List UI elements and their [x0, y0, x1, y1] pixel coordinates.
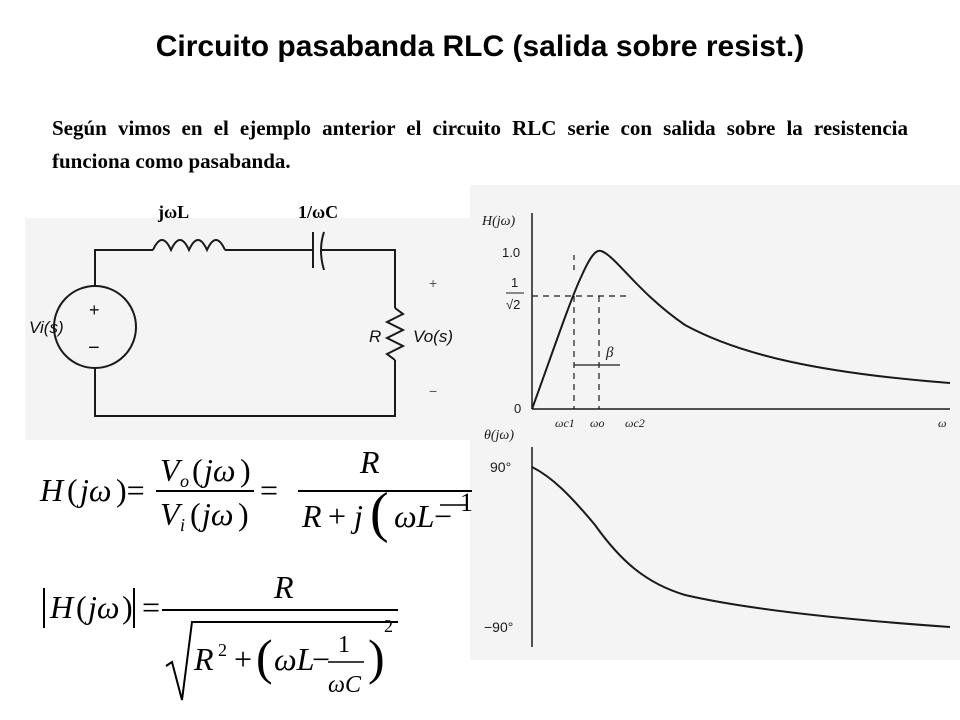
phase-curve: [531, 466, 951, 628]
source-minus: −: [88, 337, 100, 359]
tick-one: 1.0: [502, 245, 520, 260]
svg-text:(: (: [192, 452, 203, 488]
svg-text:R: R: [273, 570, 294, 605]
capacitor-plate-right: [320, 231, 325, 271]
tick-phase-bottom: −90°: [484, 619, 513, 635]
output-minus: −: [429, 383, 437, 399]
plot-scan-background: [470, 185, 960, 660]
svg-text:): ): [122, 589, 133, 625]
svg-text:j: j: [350, 498, 363, 534]
transfer-equation-tail: [440, 504, 466, 506]
svg-text:(: (: [190, 496, 201, 532]
tick-inv-sqrt2-den: √2: [506, 297, 520, 312]
svg-text:ωL: ωL: [394, 498, 434, 534]
svg-text:(: (: [256, 629, 273, 685]
output-label: Vo(s): [413, 327, 453, 346]
x-label-omega: ω: [938, 416, 946, 430]
magnitude-axis-label: H(jω): [481, 214, 516, 229]
svg-text:)=: )=: [116, 472, 145, 508]
svg-text:R: R: [193, 641, 214, 677]
svg-text:R: R: [359, 445, 380, 480]
magnitude-curve: [531, 249, 951, 410]
svg-text:H: H: [49, 589, 75, 625]
tick-phase-top: 90°: [490, 459, 511, 475]
inductor-label: jωL: [158, 202, 190, 222]
svg-text:+: +: [328, 498, 346, 534]
intro-paragraph: Según vimos en el ejemplo anterior el ci…: [52, 116, 908, 173]
capacitor-label: 1/ωC: [298, 202, 339, 222]
source-label: Vi(s): [29, 318, 64, 337]
svg-text:R: R: [301, 498, 322, 534]
svg-text:1: 1: [460, 488, 472, 517]
resistor-label: R: [369, 327, 381, 346]
svg-text:V: V: [160, 496, 183, 532]
svg-text:=: =: [142, 589, 160, 625]
x-label-wo: ωo: [590, 416, 604, 430]
svg-text:(: (: [67, 472, 78, 508]
x-label-wc2: ωc2: [625, 416, 645, 430]
magnitude-equation: H ( jω ) = R R 2 + ( ωL − 1 ωC ) 2: [43, 570, 398, 701]
wire-right-bottom: [94, 360, 396, 417]
svg-text:H: H: [39, 472, 65, 508]
svg-text:2: 2: [218, 640, 227, 660]
svg-text:ωC: ωC: [328, 672, 362, 698]
svg-text:): ): [240, 452, 251, 488]
tick-inv-sqrt2-num: 1: [511, 275, 518, 290]
inductor-coil: [152, 239, 226, 253]
svg-text:o: o: [180, 471, 189, 491]
svg-text:−: −: [312, 641, 330, 677]
resistor-zigzag: [384, 307, 406, 361]
bode-plots: H(jω) 1.0 1 √2 0 ωc1 ωo ωc2 ω β θ(jω) 90…: [481, 213, 951, 647]
svg-text:jω: jω: [76, 472, 111, 508]
svg-text:1: 1: [338, 632, 350, 658]
svg-text:): ): [238, 496, 249, 532]
svg-text:jω: jω: [198, 496, 233, 532]
wire-top-right: [322, 249, 396, 308]
x-label-wc1: ωc1: [555, 416, 575, 430]
svg-text:−: −: [434, 498, 452, 534]
voltage-source: [53, 285, 137, 369]
output-plus: +: [429, 275, 437, 291]
svg-text:V: V: [160, 452, 183, 488]
source-plus: +: [89, 300, 100, 320]
svg-text:jω: jω: [84, 589, 119, 625]
svg-text:i: i: [180, 515, 185, 535]
svg-text:jω: jω: [200, 452, 235, 488]
phase-axis-label: θ(jω): [484, 428, 514, 443]
svg-text:ωL: ωL: [274, 641, 314, 677]
svg-text:2: 2: [384, 616, 393, 636]
svg-text:=: =: [260, 472, 278, 508]
svg-text:(: (: [370, 482, 389, 544]
tick-zero: 0: [514, 401, 521, 416]
wire-top-left: [94, 249, 153, 286]
slide-title: Circuito pasabanda RLC (salida sobre res…: [155, 30, 805, 63]
rlc-circuit-diagram: + − Vi(s) R Vo(s) + −: [29, 231, 453, 417]
svg-text:(: (: [76, 589, 87, 625]
svg-text:): ): [368, 629, 385, 685]
bandwidth-label: β: [605, 345, 614, 361]
svg-text:+: +: [234, 641, 252, 677]
